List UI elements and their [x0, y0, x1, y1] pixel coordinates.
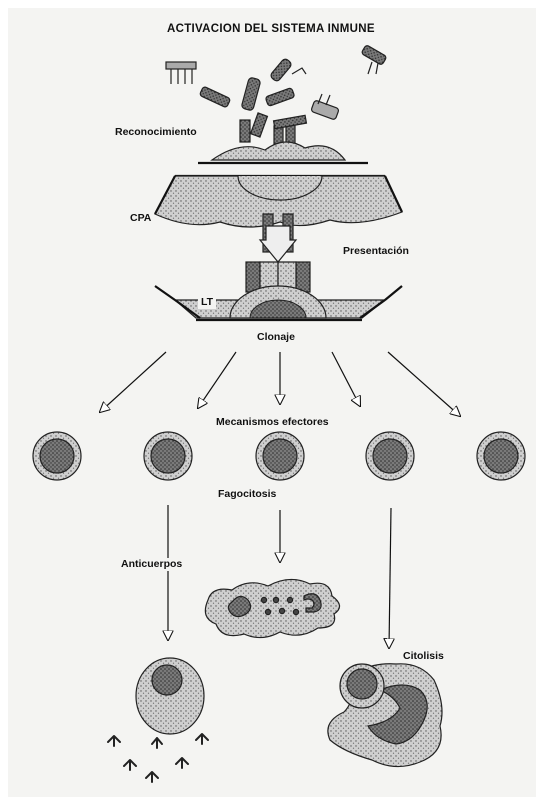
antigen-4: [199, 86, 230, 108]
label-phagocytosis: Fagocitosis: [215, 488, 279, 501]
label-t-cell: LT: [198, 296, 216, 309]
arrow-clone-5: [388, 352, 460, 416]
label-antibodies: Anticuerpos: [118, 558, 185, 571]
t-lymphocyte: [155, 286, 402, 320]
antibody-4: [124, 760, 136, 770]
arrow-clone-4: [332, 352, 360, 406]
antigen-3: [361, 45, 387, 74]
antigen-7: [311, 94, 340, 120]
clone-cells: [33, 432, 525, 480]
arrow-cytolysis: [389, 508, 391, 648]
antigen-cluster: [166, 45, 387, 120]
clone-cell-4: [366, 432, 414, 480]
clone-cell-3: [256, 432, 304, 480]
clone-cell-2: [144, 432, 192, 480]
apc-cell: [155, 142, 402, 227]
antibody-2: [152, 738, 162, 748]
antigen-1: [166, 62, 196, 84]
clonal-arrows: [100, 352, 460, 416]
apc-receptors: [240, 113, 306, 146]
antibody-5: [176, 758, 188, 768]
antibody-6: [146, 772, 158, 782]
antibody-1: [108, 736, 120, 746]
antibodies: [108, 734, 208, 782]
antibody-3: [196, 734, 208, 744]
label-presentation: Presentación: [340, 245, 412, 258]
clone-cell-1: [33, 432, 81, 480]
label-cytolysis: Citolisis: [400, 650, 447, 663]
label-effector-mechanisms: Mecanismos efectores: [213, 416, 332, 429]
phagocyte: [205, 579, 339, 637]
antigen-6: [265, 88, 295, 107]
antigen-2: [269, 58, 306, 83]
label-cloning: Clonaje: [254, 331, 298, 344]
arrow-clone-1: [100, 352, 166, 412]
plasma-cell: [136, 658, 204, 734]
diagram-title: ACTIVACION DEL SISTEMA INMUNE: [164, 23, 378, 36]
label-apc: CPA: [127, 212, 154, 225]
label-recognition: Reconocimiento: [112, 126, 200, 139]
arrow-clone-2: [198, 352, 236, 408]
antigen-5: [241, 77, 261, 111]
cytolysis-cells: [328, 664, 442, 767]
clone-cell-5: [477, 432, 525, 480]
